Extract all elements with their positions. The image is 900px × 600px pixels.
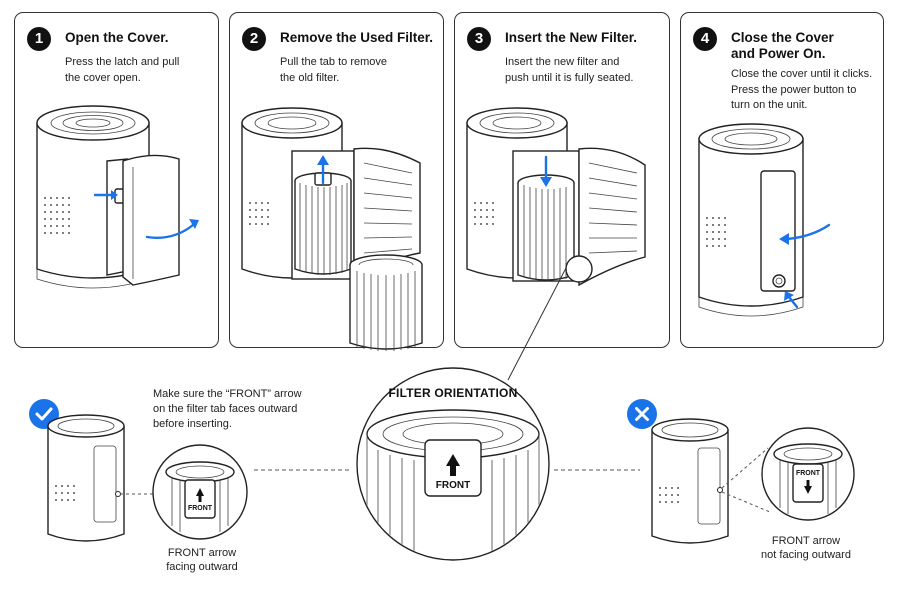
step-2-illustration [241, 107, 423, 351]
incorrect-tab-label: FRONT [795, 470, 821, 477]
front-down-arrow-icon [804, 480, 812, 494]
orientation-note: Make sure the “FRONT” arrow on the filte… [153, 388, 302, 430]
step-1-panel: 1 Open the Cover. Press the latch and pu… [14, 12, 219, 348]
step-4-panel: 4 Close the Cover and Power On. Close th… [680, 12, 884, 348]
orientation-tab-label: FRONT [435, 480, 471, 491]
power-button-icon [772, 274, 786, 288]
step-4-number: 4 [693, 27, 717, 51]
step-2-number: 2 [242, 27, 266, 51]
step-3-illustration [466, 107, 646, 287]
step-2-panel: 2 Remove the Used Filter. Pull the tab t… [229, 12, 444, 351]
step-3-number: 3 [467, 27, 491, 51]
front-up-arrow-icon [196, 488, 204, 502]
front-arrow-large-icon [446, 454, 460, 476]
power-press-arrow-icon [787, 295, 799, 309]
correct-caption: FRONT arrow facing outward [166, 547, 238, 573]
step-4-description: Close the cover until it clicks.Press th… [731, 68, 873, 111]
cross-icon [626, 398, 658, 430]
step-1-illustration [36, 105, 199, 289]
step-4-illustration [698, 123, 831, 317]
step-2-title: Remove the Used Filter. [280, 30, 434, 45]
step-4-title: Close the Cover and Power On. [731, 30, 834, 61]
step-1-number: 1 [27, 27, 51, 51]
pull-arrow-icon [145, 223, 195, 239]
step-3-panel: 3 Insert the New Filter. Insert the new … [454, 12, 670, 348]
incorrect-caption: FRONT arrow not facing outward [761, 535, 851, 561]
close-arrow-icon [785, 223, 831, 241]
orientation-title: FILTER ORIENTATION [388, 386, 518, 400]
step-1-title: Open the Cover. [65, 30, 169, 45]
correct-tab-label: FRONT [187, 505, 213, 512]
step-3-title: Insert the New Filter. [505, 30, 638, 45]
